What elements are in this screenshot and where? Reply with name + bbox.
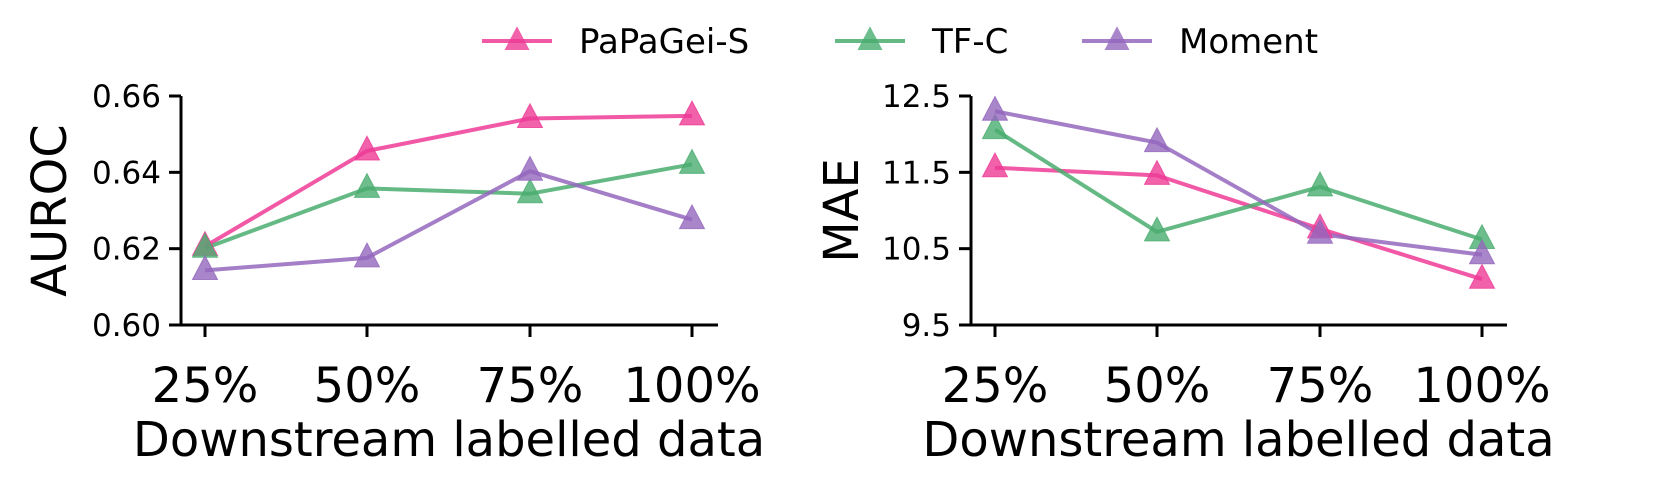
auroc-series-line-moment xyxy=(204,169,693,273)
auroc-point-moment xyxy=(191,254,219,280)
mae-y-tick-label: 11.5 xyxy=(882,155,951,191)
auroc-point-moment xyxy=(678,203,706,230)
mae-x-tick-label: 25% xyxy=(942,358,1049,414)
auroc-y-tick-label: 0.62 xyxy=(92,232,161,268)
mae-point-moment xyxy=(1143,126,1171,153)
legend-label-papagei-s: PaPaGei-S xyxy=(579,22,749,62)
mae-x-axis-label: Downstream labelled data xyxy=(922,412,1554,468)
legend-entry-tf-c: TF-C xyxy=(835,22,1008,62)
auroc-panel: 0.60 0.62 0.64 0.66 25% 50% 75% 100%Downstream … xyxy=(22,79,765,468)
auroc-point-tf-c xyxy=(678,148,706,174)
mae-series-line-tf-c xyxy=(993,127,1483,242)
auroc-x-tick-label: 50% xyxy=(314,358,421,414)
mae-y-tick-label: 12.5 xyxy=(882,79,951,115)
mae-x-tick-label: 50% xyxy=(1104,358,1211,414)
mae-y-tick-label: 9.5 xyxy=(902,308,951,344)
mae-point-tf-c xyxy=(1143,216,1171,242)
auroc-y-axis-label: AUROC xyxy=(22,124,78,297)
legend: PaPaGei-S TF-C Moment xyxy=(482,22,1318,62)
auroc-point-tf-c xyxy=(353,172,381,198)
legend-label-moment: Moment xyxy=(1179,22,1318,62)
auroc-x-tick-label: 100% xyxy=(623,358,760,414)
mae-point-tf-c xyxy=(1306,171,1334,197)
mae-series-line-papagei-s xyxy=(994,165,1483,282)
mae-x-tick-label: 75% xyxy=(1267,358,1374,414)
auroc-point-tf-c xyxy=(516,177,544,204)
auroc-point-papagei-s xyxy=(678,100,706,126)
legend-label-tf-c: TF-C xyxy=(931,22,1008,62)
auroc-x-tick-label: 75% xyxy=(477,358,584,414)
auroc-x-axis-label: Downstream labelled data xyxy=(133,412,765,468)
mae-point-moment xyxy=(1468,238,1496,265)
legend-marker-tf-c xyxy=(857,26,883,51)
legend-entry-moment: Moment xyxy=(1082,22,1318,62)
auroc-point-moment xyxy=(516,155,544,181)
legend-marker-moment xyxy=(1104,26,1130,51)
auroc-point-papagei-s xyxy=(516,102,544,129)
auroc-y-tick-label: 0.66 xyxy=(92,79,161,115)
auroc-series-line-papagei-s xyxy=(203,113,693,249)
mae-x-tick-label: 100% xyxy=(1413,358,1550,414)
mae-point-moment xyxy=(981,95,1009,121)
mae-point-papagei-s xyxy=(1468,263,1496,289)
mae-point-papagei-s xyxy=(1143,159,1171,185)
mae-point-moment xyxy=(1306,218,1334,244)
legend-marker-papagei-s xyxy=(504,26,530,51)
auroc-y-tick-label: 0.60 xyxy=(92,308,161,344)
auroc-series-line-tf-c xyxy=(204,162,693,251)
mae-y-tick-label: 10.5 xyxy=(882,232,951,268)
mae-point-papagei-s xyxy=(981,151,1009,178)
auroc-y-tick-label: 0.64 xyxy=(92,155,161,191)
auroc-point-moment xyxy=(353,242,381,268)
auroc-x-tick-label: 25% xyxy=(152,358,259,414)
legend-entry-papagei-s: PaPaGei-S xyxy=(482,22,749,62)
mae-panel: 9.5 10.5 11.5 12.5 25% 50% 75% 100%Downstream l… xyxy=(814,79,1555,468)
mae-point-tf-c xyxy=(981,113,1009,140)
auroc-point-papagei-s xyxy=(353,135,381,161)
mae-series-line-moment xyxy=(994,109,1483,257)
mae-y-axis-label: MAE xyxy=(814,158,870,263)
